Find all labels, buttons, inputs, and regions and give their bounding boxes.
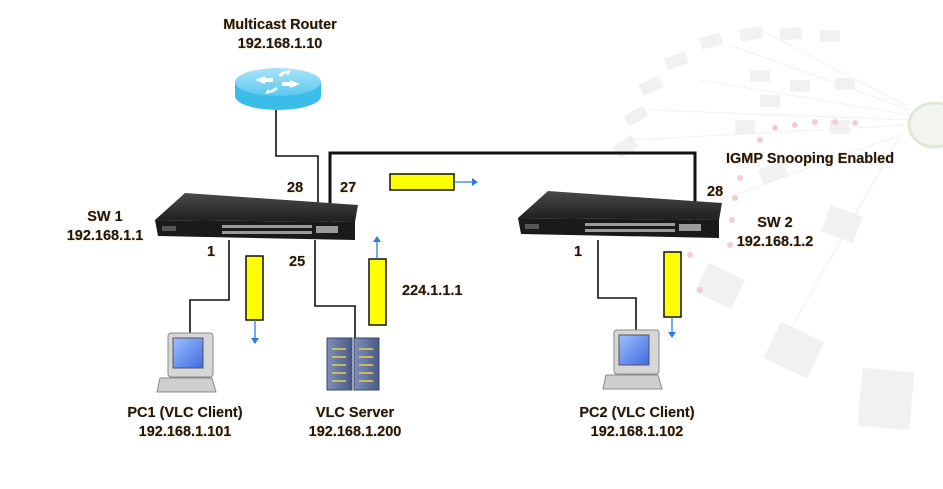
pc2-computer-icon[interactable]: [602, 329, 663, 390]
pc1-label: PC1 (VLC Client) 192.168.1.101: [100, 404, 270, 442]
arrow-right-icon: [472, 178, 478, 186]
packet-pc2-flow: [663, 251, 682, 338]
pc2-name: PC2 (VLC Client): [579, 405, 695, 421]
link-sw1-sw2: [328, 151, 697, 225]
port-sw1-28: 28: [287, 180, 304, 196]
link-sw1-pc1: [189, 240, 230, 333]
pc1-name: PC1 (VLC Client): [127, 405, 243, 421]
port-sw1-1: 1: [207, 244, 216, 260]
packet-server-flow: [368, 236, 387, 326]
link-sw1-server: [314, 240, 356, 338]
sw1-name: SW 1: [87, 209, 123, 225]
links: [189, 110, 697, 338]
switch-sw2-icon[interactable]: [518, 191, 722, 238]
pc2-ip: 192.168.1.102: [590, 424, 684, 440]
packet-sw1-sw2-flow: [389, 173, 478, 191]
vlc-server-label: VLC Server 192.168.1.200: [290, 404, 420, 442]
pc1-ip: 192.168.1.101: [138, 424, 232, 440]
sw1-label: SW 1 192.168.1.1: [50, 208, 160, 246]
port-sw2-1: 1: [574, 244, 583, 260]
arrow-down-icon: [251, 338, 259, 344]
switch-sw1-icon[interactable]: [155, 193, 358, 240]
arrow-up-icon: [373, 236, 381, 242]
pc2-label: PC2 (VLC Client) 192.168.1.102: [552, 404, 722, 442]
multicast-group-label: 224.1.1.1: [402, 283, 463, 299]
port-sw1-27: 27: [340, 180, 357, 196]
vlc-server-name: VLC Server: [315, 405, 395, 421]
packet-pc1-flow: [245, 255, 264, 344]
link-router-sw1: [275, 110, 319, 223]
vlc-server-icon[interactable]: [326, 337, 380, 391]
router-ip: 192.168.1.10: [237, 36, 323, 52]
link-sw2-pc2: [597, 240, 637, 330]
pc1-computer-icon[interactable]: [156, 332, 217, 393]
sw2-name: SW 2: [757, 215, 793, 231]
igmp-snooping-note: IGMP Snooping Enabled: [726, 151, 895, 167]
router-label: Multicast Router 192.168.1.10: [190, 16, 370, 54]
sw2-label: SW 2 192.168.1.2: [720, 214, 830, 252]
sw2-ip: 192.168.1.2: [736, 234, 814, 250]
router-icon[interactable]: [235, 68, 321, 110]
router-name: Multicast Router: [223, 17, 337, 33]
port-sw2-28: 28: [707, 184, 724, 200]
sw1-ip: 192.168.1.1: [66, 228, 144, 244]
vlc-server-ip: 192.168.1.200: [308, 424, 402, 440]
port-sw1-25: 25: [289, 254, 306, 270]
arrow-down-icon: [668, 332, 676, 338]
